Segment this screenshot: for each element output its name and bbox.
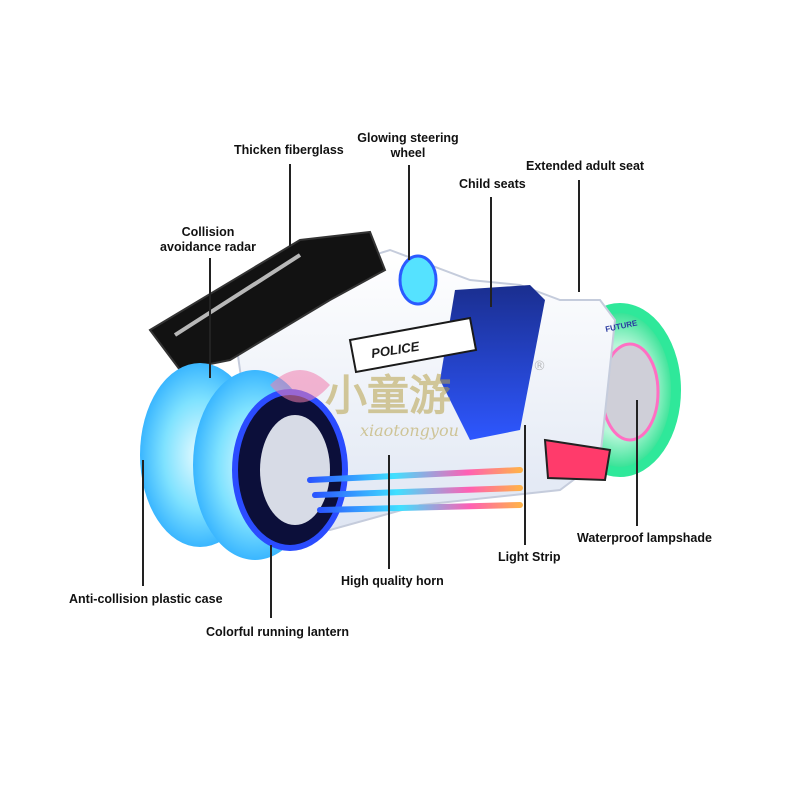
light-strips bbox=[307, 467, 523, 513]
label-glowing-steering-wheel: Glowing steering wheel bbox=[356, 131, 460, 161]
label-glowing-steering-wheel-line1: Glowing steering bbox=[357, 131, 459, 145]
watermark-brand-cn: 小童游 bbox=[325, 371, 451, 420]
label-collision-avoidance-radar: Collision avoidance radar bbox=[152, 225, 264, 255]
label-glowing-steering-wheel-line2: wheel bbox=[390, 146, 426, 160]
leader-extended-adult-seat bbox=[578, 180, 580, 292]
leader-thicken-fiberglass bbox=[289, 164, 291, 246]
label-colorful-running-lantern: Colorful running lantern bbox=[206, 625, 350, 639]
rear-fender bbox=[543, 438, 612, 482]
leader-child-seats bbox=[490, 197, 492, 307]
watermark: 小童游 ® xiaotongyou bbox=[270, 359, 546, 440]
label-collision-line1: Collision bbox=[181, 225, 235, 239]
leader-high-quality-horn bbox=[388, 455, 390, 569]
label-anti-collision-plastic-case: Anti-collision plastic case bbox=[69, 592, 223, 606]
label-waterproof-lampshade: Waterproof lampshade bbox=[577, 531, 712, 545]
label-extended-adult-seat: Extended adult seat bbox=[526, 159, 645, 173]
leader-collision-avoidance-radar bbox=[209, 258, 211, 378]
leader-anti-collision-plastic-case bbox=[142, 460, 144, 586]
label-light-strip: Light Strip bbox=[498, 550, 561, 564]
leader-light-strip bbox=[524, 425, 526, 545]
leader-glowing-steering-wheel bbox=[408, 165, 410, 260]
label-child-seats: Child seats bbox=[459, 177, 526, 191]
watermark-registered-mark: ® bbox=[533, 359, 546, 374]
leader-colorful-running-lantern bbox=[270, 545, 272, 618]
label-collision-line2: avoidance radar bbox=[160, 240, 256, 254]
label-high-quality-horn: High quality horn bbox=[341, 574, 444, 588]
steering-wheel bbox=[398, 254, 438, 306]
label-thicken-fiberglass: Thicken fiberglass bbox=[234, 143, 344, 157]
police-panel: POLICE bbox=[348, 316, 478, 374]
watermark-brand-pinyin: xiaotongyou bbox=[360, 421, 459, 440]
leader-waterproof-lampshade bbox=[636, 400, 638, 526]
